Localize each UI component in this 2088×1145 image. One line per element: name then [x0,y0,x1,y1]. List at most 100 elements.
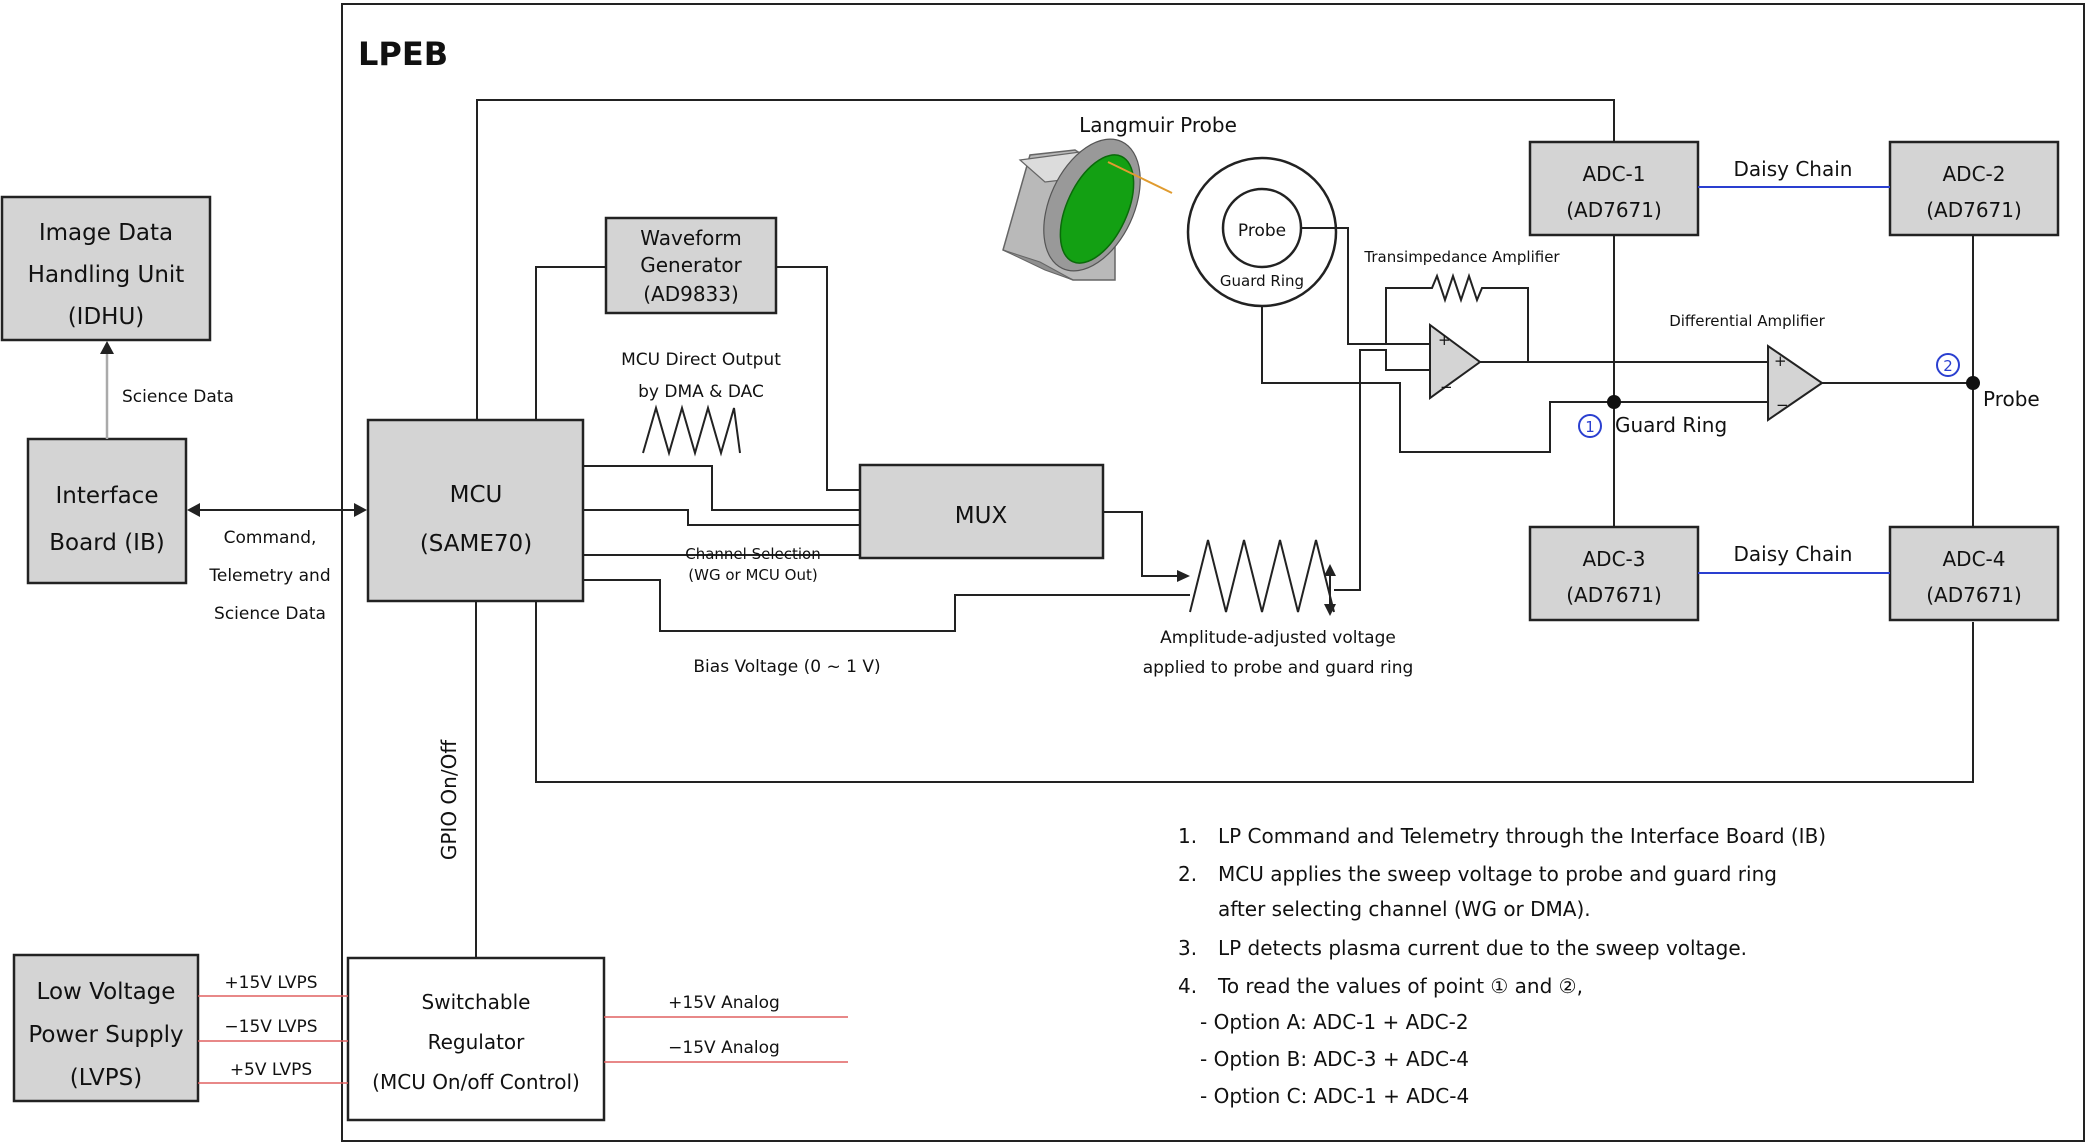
sweep-to-probe-line [1334,349,1430,591]
mcu-direct-label-2: by DMA & DAC [638,382,764,402]
amplitude-label-1: Amplitude-adjusted voltage [1160,628,1396,648]
svg-text:Guard Ring: Guard Ring [1220,272,1304,290]
svg-text:Regulator: Regulator [428,1030,526,1054]
daisy-chain-2-label: Daisy Chain [1734,542,1853,566]
adc2-block: ADC-2 (AD7671) [1888,140,2060,237]
amplitude-arrow-up [1324,564,1336,576]
point-2-marker [1936,353,1960,377]
mcu-mux-line-2 [583,509,860,526]
lvps-15p-label: +15V LVPS [224,973,317,993]
note-option-c: - Option C: ADC-1 + ADC-4 [1200,1084,1469,1108]
mcu-waveform-line [535,266,606,420]
inner-frame-bottom [535,580,1974,783]
svg-text:Interface: Interface [56,483,159,509]
dac-sawtooth-icon [642,404,741,457]
command-arrow-right [354,503,367,517]
svg-text:(IDHU): (IDHU) [68,304,145,330]
svg-text:(LVPS): (LVPS) [70,1065,142,1091]
note-4-text: To read the values of point ① and ②, [1217,974,1583,998]
transimpedance-amplifier [1429,323,1482,400]
note-2-text: MCU applies the sweep voltage to probe a… [1218,862,1777,886]
point-1-number: 1 [1585,418,1595,436]
svg-text:Switchable: Switchable [422,990,531,1014]
transimpedance-label: Transimpedance Amplifier [1363,248,1560,266]
diff-minus-sign: − [1776,396,1789,414]
guard-ring-line [1261,306,1768,453]
idhu-block: Image Data Handling Unit (IDHU) [0,195,212,342]
adc1-block: ADC-1 (AD7671) [1528,140,1700,237]
note-option-b: - Option B: ADC-3 + ADC-4 [1200,1047,1469,1071]
langmuir-probe-label: Langmuir Probe [1079,113,1237,137]
svg-text:ADC-3: ADC-3 [1583,547,1646,571]
svg-text:(AD7671): (AD7671) [1566,583,1662,607]
command-label-1: Command, [224,528,317,548]
lpeb-frame [341,3,2085,1142]
svg-text:Board (IB): Board (IB) [49,530,164,556]
svg-text:Handling Unit: Handling Unit [28,262,185,288]
note-4-num: 4. [1178,974,1197,998]
adc3-block: ADC-3 (AD7671) [1528,525,1700,622]
note-2b-text: after selecting channel (WG or DMA). [1218,897,1591,921]
amplitude-label-2: applied to probe and guard ring [1143,658,1414,678]
svg-text:(AD9833): (AD9833) [643,282,739,306]
science-data-arrowhead [100,341,114,354]
svg-text:Power Supply: Power Supply [28,1022,183,1048]
svg-text:(AD7671): (AD7671) [1926,583,2022,607]
svg-text:(MCU On/off Control): (MCU On/off Control) [372,1070,580,1094]
command-label-2: Telemetry and [208,566,330,586]
analog-15n-label: −15V Analog [668,1038,780,1058]
sweep-waveform-icon [1189,539,1335,613]
mcu-block: MCU (SAME70) [366,418,585,603]
tia-plus-sign: + [1438,331,1451,349]
svg-text:ADC-2: ADC-2 [1943,162,2006,186]
bias-voltage-line [583,579,1190,632]
guard-ring-label: Guard Ring [1615,413,1727,437]
notes-list: 1. LP Command and Telemetry through the … [1178,824,1826,1108]
interface-board-block: Interface Board (IB) [26,437,188,585]
analog-15p-label: +15V Analog [668,993,780,1013]
probe-label: Probe [1983,387,2040,411]
point-1-marker [1578,414,1602,438]
gpio-label: GPIO On/Off [437,739,461,860]
note-3-num: 3. [1178,936,1197,960]
lvps-15n-label: −15V LVPS [224,1017,317,1037]
daisy-chain-1-label: Daisy Chain [1734,157,1853,181]
mcu-direct-label-1: MCU Direct Output [621,350,781,370]
mcu-mux-line-1 [583,465,860,511]
svg-text:Image Data: Image Data [39,220,173,246]
science-data-label: Science Data [122,387,234,407]
svg-text:Waveform: Waveform [640,226,742,250]
svg-text:(AD7671): (AD7671) [1926,198,2022,222]
lvps-block: Low Voltage Power Supply (LVPS) [12,953,200,1103]
langmuir-probe-image [1002,138,1173,281]
channel-selection-label-1: Channel Selection [685,545,820,563]
diff-plus-sign: + [1774,352,1787,370]
waveform-generator-block: Waveform Generator (AD9833) [604,216,778,315]
switchable-regulator-block: Switchable Regulator (MCU On/off Control… [346,956,606,1122]
tia-minus-sign: − [1440,378,1453,396]
point-2-number: 2 [1943,357,1953,375]
bias-voltage-label: Bias Voltage (0 ~ 1 V) [693,657,880,677]
lvps-5-label: +5V LVPS [230,1060,312,1080]
differential-amplifier [1767,344,1824,422]
inner-frame [476,99,1615,420]
mux-sweep-line [1103,511,1178,577]
svg-text:ADC-1: ADC-1 [1583,162,1646,186]
waveform-mux-line [776,266,860,491]
svg-text:ADC-4: ADC-4 [1943,547,2006,571]
differential-label: Differential Amplifier [1669,312,1825,330]
probe-node [1966,376,1980,390]
adc4-block: ADC-4 (AD7671) [1888,525,2060,622]
probe-guard-ring-sensor: Probe Guard Ring [1186,156,1338,308]
note-3-text: LP detects plasma current due to the swe… [1218,936,1747,960]
channel-selection-label-2: (WG or MCU Out) [688,566,817,584]
command-label-3: Science Data [214,604,326,624]
lpeb-title: LPEB [358,35,448,73]
tia-feedback-line [1385,287,1422,344]
svg-text:Probe: Probe [1238,221,1286,241]
note-1-text: LP Command and Telemetry through the Int… [1218,824,1826,848]
note-1-num: 1. [1178,824,1197,848]
amplitude-arrow-down [1324,604,1336,616]
mux-block: MUX [858,463,1105,560]
